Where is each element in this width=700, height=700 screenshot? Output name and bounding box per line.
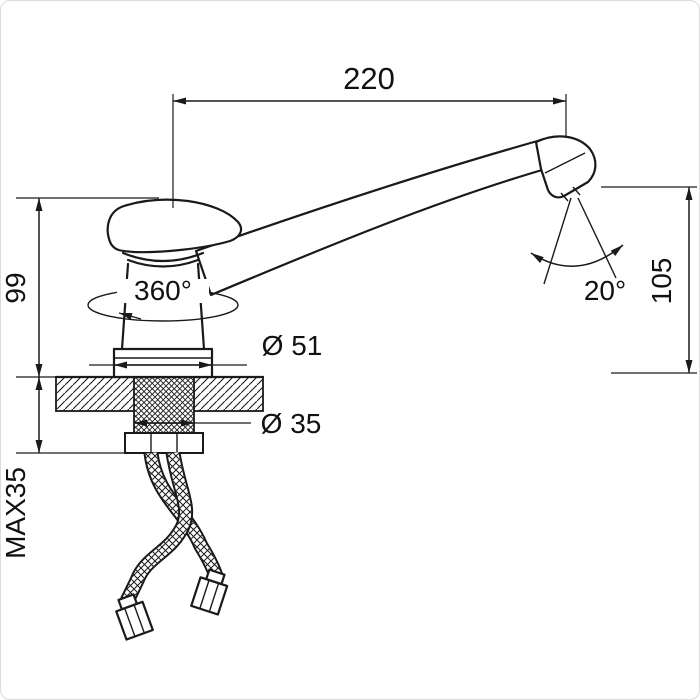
dimension-thread-diameter: Ø 35 [134, 408, 321, 439]
water-outlet-icon [560, 186, 581, 202]
cartridge-dome-line [121, 251, 205, 263]
dimension-max-thickness: MAX35 [1, 377, 129, 559]
angle-ref-line [577, 197, 617, 279]
body-right-edge [196, 262, 206, 351]
body-left-edge [120, 262, 130, 351]
mounting-nut [124, 432, 204, 454]
dimension-outlet-height: 105 [601, 186, 697, 374]
countertop-section [54, 375, 265, 454]
annotation-swivel: 360° [87, 275, 239, 322]
threaded-shank [133, 376, 195, 434]
angle-arc [530, 244, 624, 267]
angle-ref-line [543, 197, 572, 285]
body-height-label: 99 [1, 272, 31, 303]
base-diameter-label: Ø 51 [262, 330, 323, 361]
outlet-angle-label: 20° [584, 275, 626, 306]
faucet [106, 135, 597, 379]
spout-head [534, 135, 597, 199]
flexible-hoses [115, 451, 229, 641]
annotation-outlet-angle: 20° [530, 197, 626, 306]
dimension-spout-reach: 220 [172, 61, 567, 208]
lever-handle [106, 198, 243, 254]
spout-arm [194, 138, 551, 297]
hose-right [143, 451, 229, 616]
hose-fitting-icon [190, 568, 229, 616]
dimension-base-diameter: Ø 51 [89, 330, 323, 369]
thread-diameter-label: Ø 35 [261, 408, 322, 439]
base-flange [112, 347, 214, 379]
swivel-arrow-icon [118, 312, 142, 320]
swivel-label: 360° [134, 275, 192, 306]
dimension-body-height: 99 [1, 197, 159, 378]
max-thickness-label: MAX35 [1, 467, 31, 559]
hose-left [115, 451, 194, 641]
spout-reach-label: 220 [343, 61, 395, 96]
aerator-cap-line [544, 152, 586, 174]
cartridge-dome-line [126, 258, 200, 268]
label-backplate [117, 279, 209, 303]
outlet-height-label: 105 [646, 258, 677, 305]
hose-fitting-icon [115, 593, 154, 641]
